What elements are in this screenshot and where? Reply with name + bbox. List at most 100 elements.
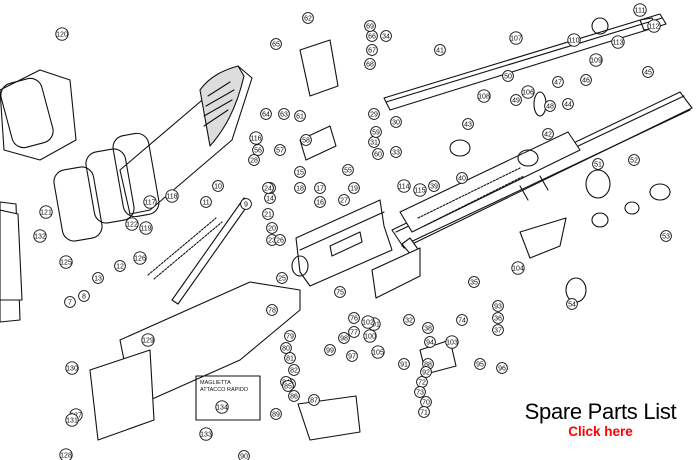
callout-circle <box>308 394 320 406</box>
part-callout-99: 99 <box>324 344 336 356</box>
part-callout-61: 61 <box>294 110 306 122</box>
part-callout-39: 39 <box>428 180 440 192</box>
part-callout-107: 107 <box>509 31 523 45</box>
callout-circle <box>270 408 282 420</box>
callout-circle <box>633 3 647 17</box>
callout-number: 105 <box>372 349 384 356</box>
callout-circle <box>361 315 375 329</box>
callout-number: 53 <box>662 233 670 240</box>
part-callout-26: 26 <box>274 234 286 246</box>
callout-number: 95 <box>476 361 484 368</box>
callout-number: 61 <box>296 113 304 120</box>
part-callout-40: 40 <box>456 172 468 184</box>
part-callout-66: 66 <box>366 30 378 42</box>
part-callout-76: 76 <box>348 312 360 324</box>
callout-circle <box>398 358 410 370</box>
callout-number: 16 <box>316 199 324 206</box>
part-callout-94: 94 <box>424 336 436 348</box>
part-callout-93: 93 <box>492 300 504 312</box>
callout-circle <box>474 358 486 370</box>
callout-number: 108 <box>478 93 490 100</box>
callout-circle <box>628 154 640 166</box>
callout-circle <box>492 312 504 324</box>
callout-circle <box>390 146 402 158</box>
part-callout-62: 62 <box>302 12 314 24</box>
callout-number: 117 <box>144 199 155 206</box>
callout-circle <box>496 362 508 374</box>
callout-circle <box>589 53 603 67</box>
callout-number: 43 <box>464 121 472 128</box>
part-callout-33: 33 <box>390 146 402 158</box>
part-callout-70: 70 <box>420 396 432 408</box>
callout-circle <box>364 58 376 70</box>
part-callout-112: 112 <box>647 19 661 33</box>
callout-number: 26 <box>276 237 284 244</box>
callout-circle <box>252 144 264 156</box>
callout-circle <box>284 352 296 364</box>
callouts-layer: 123455A66A789101112131415161718192021222… <box>33 3 672 460</box>
callout-number: 76 <box>350 315 358 322</box>
part-callout-85: 85 <box>282 380 294 392</box>
callout-circle <box>139 221 153 235</box>
part-callout-31: 31 <box>368 136 380 148</box>
spare-parts-title[interactable]: Spare Parts List <box>524 399 677 424</box>
part-callout-118: 118 <box>165 189 179 203</box>
callout-number: 11 <box>202 199 209 206</box>
callout-circle <box>276 272 288 284</box>
callout-circle <box>64 296 76 308</box>
callout-circle <box>125 217 139 231</box>
callout-circle <box>348 326 360 338</box>
callout-number: 115 <box>414 187 425 194</box>
part-callout-109: 109 <box>589 53 603 67</box>
callout-circle <box>266 222 278 234</box>
callout-circle <box>592 158 604 170</box>
callout-circle <box>456 172 468 184</box>
callout-circle <box>284 330 296 342</box>
callout-circle <box>92 272 104 284</box>
callout-circle <box>422 322 434 334</box>
part-callout-73: 73 <box>414 386 426 398</box>
callout-circle <box>262 182 274 194</box>
callout-number: 40 <box>458 175 466 182</box>
part-callout-133: 133 <box>199 427 213 441</box>
callout-number: 86 <box>290 393 298 400</box>
part-callout-43: 43 <box>462 118 474 130</box>
part-callout-56: 56 <box>252 144 264 156</box>
callout-circle <box>368 108 380 120</box>
part-callout-97: 97 <box>346 350 358 362</box>
callout-circle <box>502 70 514 82</box>
callout-circle <box>510 94 522 106</box>
callout-number: 64 <box>262 111 270 118</box>
click-here-link[interactable]: Click here <box>568 424 633 439</box>
callout-number: 9 <box>244 201 248 208</box>
callout-number: 92 <box>422 369 430 376</box>
spare-parts-link[interactable]: Spare Parts List Click here <box>508 400 693 440</box>
part-callout-36: 36 <box>492 312 504 324</box>
callout-number: 89 <box>272 411 280 418</box>
callout-number: 71 <box>420 409 428 416</box>
callout-circle <box>39 205 53 219</box>
callout-number: 77 <box>350 329 358 336</box>
part-callout-132: 132 <box>33 229 47 243</box>
part-callout-67: 67 <box>366 44 378 56</box>
part-callout-108: 108 <box>477 89 491 103</box>
callout-number: 42 <box>544 131 552 138</box>
callout-circle <box>418 406 430 418</box>
callout-circle <box>642 66 654 78</box>
part-callout-12: 12 <box>114 260 126 272</box>
callout-number: 110 <box>568 37 579 44</box>
callout-circle <box>348 312 360 324</box>
callout-number: 47 <box>554 79 562 86</box>
callout-circle <box>260 108 272 120</box>
callout-circle <box>294 182 306 194</box>
callout-circle <box>200 196 212 208</box>
callout-number: 7 <box>68 299 72 306</box>
callout-number: 85 <box>284 383 292 390</box>
part-callout-50: 50 <box>502 70 514 82</box>
part-callout-102: 102 <box>361 315 375 329</box>
part-callout-68: 68 <box>364 58 376 70</box>
callout-number: 63 <box>280 111 288 118</box>
callout-circle <box>567 33 581 47</box>
callout-circle <box>511 261 525 275</box>
callout-number: 73 <box>416 389 424 396</box>
